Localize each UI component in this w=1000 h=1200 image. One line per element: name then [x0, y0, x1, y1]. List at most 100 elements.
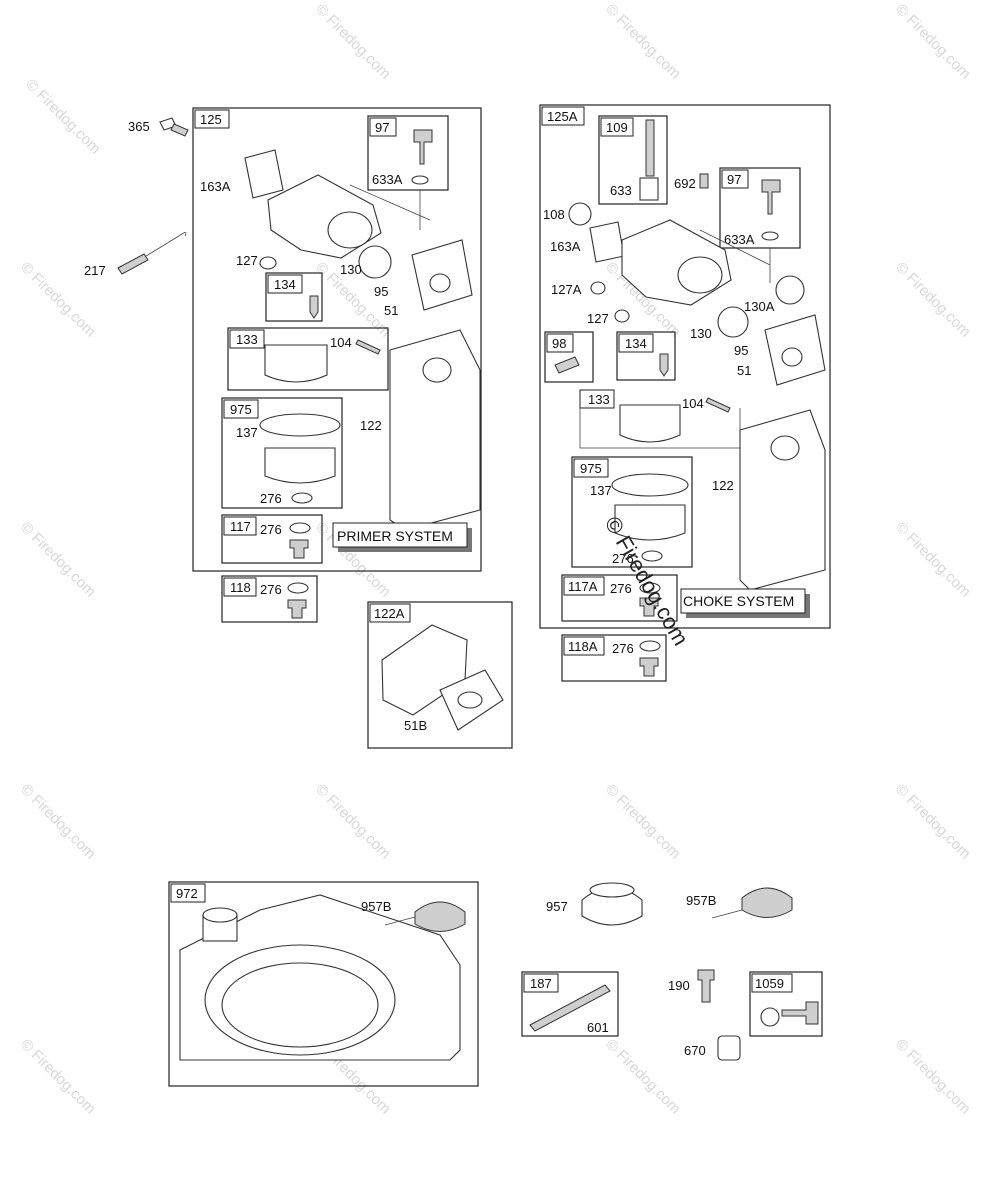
subgroup-tag [618, 333, 654, 353]
washer-icon [411, 175, 429, 185]
group-125-frame [192, 107, 482, 572]
choke-shaft-icon [645, 119, 655, 177]
washer-icon [639, 640, 661, 652]
watermark-text: © Firedog.com [312, 781, 394, 863]
part-label: 130 [690, 326, 712, 341]
part-label: 276 [610, 581, 632, 596]
subgroup-tag [223, 399, 259, 419]
group-125A[interactable]: 125A 109 633 692 97 633A 108 163A 127A 1… [539, 104, 831, 629]
group-118[interactable]: 118 276 [221, 575, 318, 623]
oring-icon [590, 281, 606, 295]
part-label: 601 [587, 1020, 609, 1035]
subgroup-tag-text: 133 [588, 392, 610, 407]
part-label: 95 [734, 343, 748, 358]
system-label-box [332, 522, 468, 548]
filler-top-icon [202, 907, 238, 923]
part-217[interactable]: 217 [84, 232, 187, 278]
group-1059[interactable]: 1059 [749, 971, 823, 1037]
subgroup-tag-text: 109 [606, 120, 628, 135]
subgroup-tag [573, 458, 609, 478]
spring-hook-icon [145, 232, 187, 257]
float-bowl-icon [264, 344, 328, 383]
bowl-nut-icon [287, 599, 307, 619]
group-187-frame [521, 971, 619, 1037]
subgroup-98-frame [544, 331, 594, 383]
part-label: 137 [590, 483, 612, 498]
part-label: 104 [330, 335, 352, 350]
part-label: 51 [737, 363, 751, 378]
part-label: 633A [724, 232, 755, 247]
part-label: 276 [260, 491, 282, 506]
subgroup-tag-text: 117A [568, 579, 598, 594]
group-tag-text: 125A [547, 109, 578, 124]
leader-line [384, 916, 416, 926]
part-365[interactable]: 365 [128, 117, 189, 137]
part-957B[interactable]: 957B [686, 887, 793, 919]
subgroup-tag-text: 97 [727, 172, 741, 187]
subgroup-tag-text: 133 [236, 332, 258, 347]
group-118-frame [221, 575, 318, 623]
group-187[interactable]: 187 601 [521, 971, 619, 1037]
group-tag [170, 883, 206, 903]
subgroup-97-frame [367, 115, 449, 191]
system-label: PRIMER SYSTEM [337, 528, 453, 544]
part-label: 127A [551, 282, 582, 297]
ring-icon [259, 413, 341, 437]
screw-icon [554, 356, 580, 374]
bolt-icon [781, 1001, 819, 1025]
plate-122-icon [739, 409, 826, 591]
subgroup-tag [546, 333, 574, 353]
group-125[interactable]: 125 97 633A 163A 127 134 130 95 51 133 1… [192, 107, 482, 572]
part-label: 957B [361, 899, 391, 914]
watermark-text: © Firedog.com [892, 519, 974, 601]
part-label: 127 [236, 253, 258, 268]
part-label: 51B [404, 718, 427, 733]
part-label: 217 [84, 263, 106, 278]
watermark-text: © Firedog.com [602, 781, 684, 863]
group-tag-text: 122A [374, 606, 405, 621]
group-972[interactable]: 972 957B [168, 881, 479, 1087]
subgroup-tag [369, 117, 397, 137]
group-122A-frame [367, 601, 513, 749]
gasket-hole-icon [429, 273, 451, 293]
part-190[interactable]: 190 [668, 969, 715, 1003]
system-label-box [680, 588, 806, 614]
group-tag-text: 125 [200, 112, 222, 127]
part-670[interactable]: 670 [684, 1035, 741, 1061]
subgroup-133-frame [227, 327, 389, 391]
bowl-nut-icon [289, 539, 309, 559]
part-label: 633A [372, 172, 403, 187]
watermark-text: © Firedog.com [312, 1, 394, 83]
oring-icon [259, 256, 277, 270]
subgroup-975-frame [571, 456, 693, 568]
part-957[interactable]: 957 [546, 882, 643, 926]
part-label: 122 [712, 478, 734, 493]
subgroup-tag [563, 576, 605, 596]
group-125A-frame [539, 104, 831, 629]
gasket-163A-icon [589, 221, 625, 263]
ring-icon [611, 473, 689, 497]
part-label: 104 [682, 396, 704, 411]
part-label: 692 [674, 176, 696, 191]
subgroup-134-frame [616, 331, 676, 381]
part-label: 276 [260, 582, 282, 597]
watermark-text: © Firedog.com [602, 1036, 684, 1118]
cap-top-icon [589, 882, 635, 898]
watermark-text: © Firedog.com [22, 76, 104, 158]
part-label: 163A [550, 239, 581, 254]
part-label: 163A [200, 179, 231, 194]
watermark-text: © Firedog.com [17, 1036, 99, 1118]
watermark-text: © Firedog.com [892, 259, 974, 341]
subgroup-tag [579, 389, 615, 409]
part-label: 108 [543, 207, 565, 222]
group-122A[interactable]: 122A 51B [367, 601, 513, 749]
watermark-text: © Firedog.com [602, 1, 684, 83]
watermark-text: © Firedog.com [17, 781, 99, 863]
plate-hole-icon [422, 357, 452, 383]
subgroup-tag-text: 134 [625, 336, 647, 351]
group-118A[interactable]: 118A 276 [561, 634, 667, 682]
group-tag-text: 118 [230, 580, 251, 595]
pin-icon [355, 339, 381, 355]
part-label: 137 [236, 425, 258, 440]
bowl-icon [614, 504, 686, 541]
